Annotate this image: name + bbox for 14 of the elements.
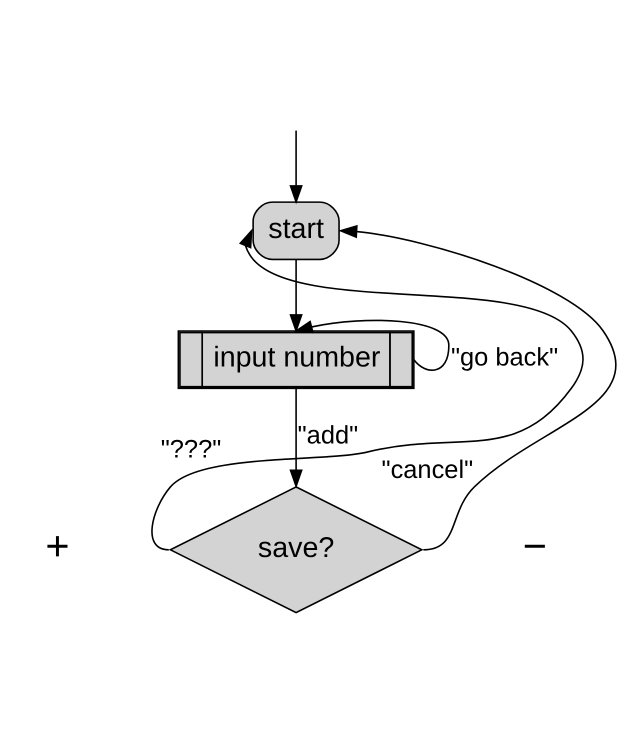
- edge-label: "cancel": [382, 455, 474, 484]
- arrow: [338, 224, 616, 550]
- node-box: start: [252, 200, 340, 260]
- node-diamond: save?: [168, 486, 424, 614]
- edge-label: "???": [160, 434, 222, 463]
- arrow: [289, 388, 303, 488]
- label: −: [522, 522, 547, 568]
- edge-label: "go back": [450, 343, 558, 372]
- edge-label: "add": [298, 421, 358, 450]
- arrow: [294, 319, 450, 370]
- arrow: [289, 259, 303, 333]
- arrow: [289, 130, 303, 204]
- label: +: [45, 522, 70, 568]
- arrow: [151, 228, 584, 550]
